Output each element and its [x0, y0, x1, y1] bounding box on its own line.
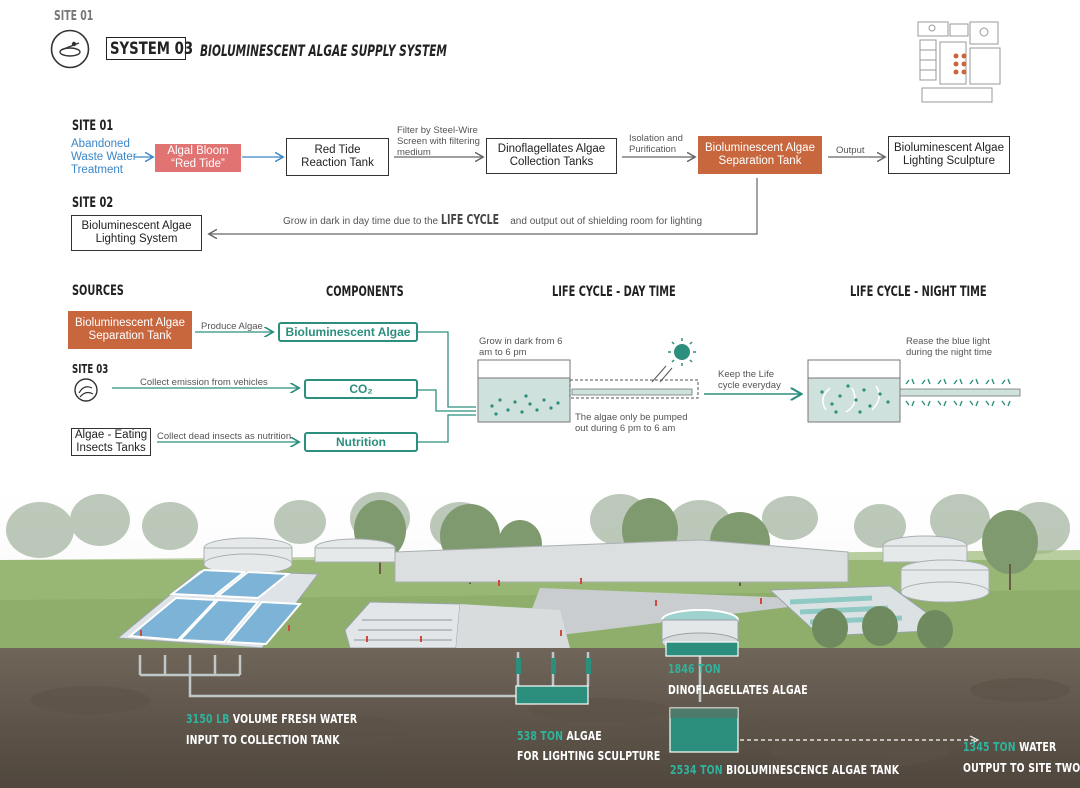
source-tank-line-1: Bioluminescent Algae [75, 317, 185, 329]
site-label: SITE 01 [54, 9, 94, 24]
sculpture-line-1: Bioluminescent Algae [894, 142, 1004, 154]
source-line-2: Waste Water [71, 151, 137, 163]
stat-water-number: 1345 TON [963, 740, 1016, 754]
night-time-title: LIFE CYCLE - NIGHT TIME [850, 284, 987, 300]
keep-cycle-note: Keep the Life cycle everyday [718, 369, 781, 391]
stat-sculpture-text: ALGAE [566, 729, 602, 743]
separation-line-2: Separation Tank [718, 155, 802, 167]
algae-dish-icon [50, 29, 90, 69]
stat-bioluminescence-tank: 2534 TON BIOLUMINESCENCE ALGAE TANK [670, 763, 899, 777]
vehicle-emission-icon [74, 378, 98, 402]
keep-line-1: Keep the Life [718, 369, 774, 380]
site01-label: SITE 01 [72, 118, 114, 134]
pump-note: The algae only be pumped out during 6 pm… [575, 412, 688, 434]
grow-note: Grow in dark in day time due to the LIFE… [283, 213, 703, 228]
system-label: SYSTEM 03 [110, 39, 194, 59]
output-note: Output [836, 145, 865, 156]
algal-bloom-line-1: Algal Bloom [167, 145, 229, 157]
grow-note-before: Grow in dark in day time due to the [283, 216, 439, 227]
release-line-2: during the night time [906, 347, 993, 358]
isolation-note: Isolation and Purification [629, 133, 683, 155]
keep-line-2: cycle everyday [718, 380, 781, 391]
stat-dino-text: DINOFLAGELLATES ALGAE [668, 683, 808, 697]
stat-fresh-water-text: VOLUME FRESH WATER [232, 712, 358, 726]
components-title: COMPONENTS [326, 284, 404, 300]
source-line-3: Treatment [71, 164, 123, 176]
source-tank-line-2: Separation Tank [88, 330, 172, 342]
sculpture-algae-tank [515, 685, 589, 705]
site03-label: SITE 03 [72, 362, 109, 376]
day-time-title: LIFE CYCLE - DAY TIME [552, 284, 676, 300]
stat-fresh-water-number: 3150 LB [186, 712, 230, 726]
insect-note: Collect dead insects as nutrition [157, 431, 292, 442]
lighting-system-line-2: Lighting System [95, 233, 178, 245]
algal-bloom-line-2: “Red Tide” [171, 158, 225, 170]
insect-line-2: Insects Tanks [76, 442, 146, 454]
stat-tank-number: 2534 TON [670, 763, 723, 777]
sculpture-line-2: Lighting Sculpture [902, 155, 996, 167]
collection-pools [116, 568, 319, 649]
lighting-system-line-1: Bioluminescent Algae [81, 220, 192, 232]
stat-dino-number: 1846 TON [668, 662, 721, 676]
stat-sculpture-line2: FOR LIGHTING SCULPTURE [517, 749, 661, 763]
collection-line-1: Dinoflagellates Algae [497, 143, 606, 155]
sources-title: SOURCES [72, 283, 124, 299]
waste-water-source: Abandoned Waste Water Treatment [71, 138, 137, 177]
site02-label: SITE 02 [72, 195, 114, 211]
pipes [138, 652, 702, 702]
pump-line-2: out during 6 pm to 6 am [575, 423, 676, 434]
stat-sculpture-algae: 538 TON ALGAE [517, 729, 602, 743]
stat-tank-text: BIOLUMINESCENCE ALGAE TANK [726, 763, 900, 777]
release-note: Rease the blue light during the night ti… [906, 336, 992, 358]
isolation-line-2: Purification [629, 144, 676, 155]
stat-dino-algae: 1846 TON [668, 662, 721, 676]
red-tide-line-1: Red Tide [314, 144, 361, 156]
algae-particles [490, 394, 560, 416]
algal-bloom-box: Algal Bloom“Red Tide” [155, 144, 241, 172]
source-line-1: Abandoned [71, 138, 130, 150]
separation-line-1: Bioluminescent Algae [705, 142, 815, 154]
red-tide-line-2: Reaction Tank [301, 157, 374, 169]
grow-note-emphasis: LIFE CYCLE [440, 213, 499, 228]
stat-sculpture-number: 538 TON [517, 729, 564, 743]
site-plan-thumbnail [912, 18, 1008, 108]
grow-note-after: and output out of shielding room for lig… [510, 216, 703, 227]
filter-note: Filter by Steel-Wire Screen with filteri… [397, 125, 480, 158]
collection-line-2: Collection Tanks [509, 156, 594, 168]
insect-line-1: Algae - Eating [74, 429, 148, 441]
isolation-line-1: Isolation and [629, 133, 683, 144]
site-illustration [0, 490, 1080, 788]
sun-icon [651, 338, 696, 383]
blue-light-spray [905, 378, 1011, 407]
filter-line-1: Filter by Steel-Wire [397, 125, 478, 136]
stat-water-line2: OUTPUT TO SITE TWO [963, 761, 1080, 775]
day-grow-line-2: am to 6 pm [479, 347, 527, 358]
component-algae: Bioluminescent Algae [278, 322, 418, 342]
release-line-1: Rease the blue light [906, 336, 990, 347]
stat-water-output: 1345 TON WATER [963, 740, 1056, 754]
dino-algae-tank [665, 641, 739, 657]
system-badge [106, 37, 186, 60]
stat-fresh-water-line2: INPUT TO COLLECTION TANK [186, 733, 340, 747]
filter-line-2: Screen with filtering [397, 136, 480, 147]
produce-note: Produce Algae [201, 321, 263, 332]
day-grow-line-1: Grow in dark from 6 [479, 336, 563, 347]
emission-note: Collect emission from vehicles [140, 377, 268, 388]
page-title: BIOLUMINESCENT ALGAE SUPPLY SYSTEM [200, 41, 447, 60]
filter-line-3: medium [397, 147, 431, 158]
component-nutrition: Nutrition [304, 432, 418, 452]
day-grow-note: Grow in dark from 6 am to 6 pm [479, 336, 562, 358]
component-co2: CO₂ [304, 379, 418, 399]
stat-water-text: WATER [1019, 740, 1057, 754]
stat-fresh-water: 3150 LB VOLUME FRESH WATER [186, 712, 357, 726]
pump-line-1: The algae only be pumped [575, 412, 688, 423]
